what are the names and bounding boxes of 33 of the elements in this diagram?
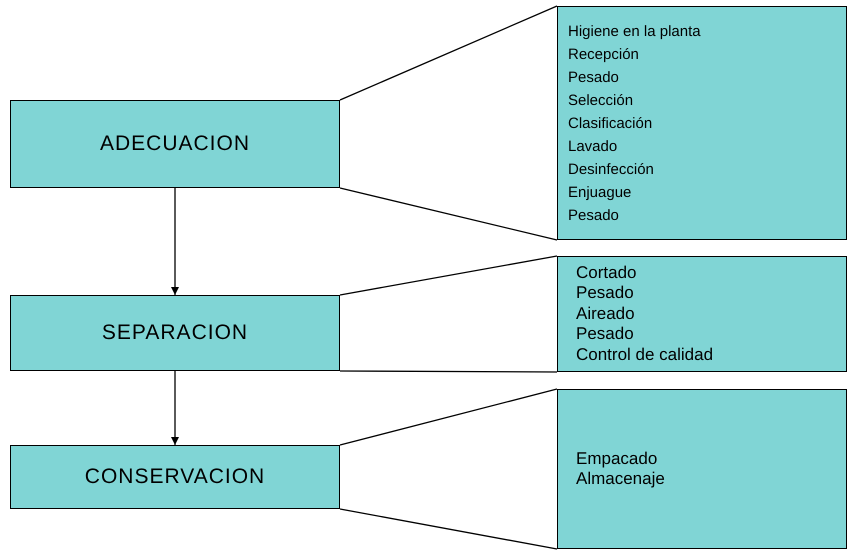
step-text: Clasificación	[568, 114, 654, 134]
step-text: Lavado	[568, 136, 618, 156]
stage-box	[10, 100, 340, 188]
arrow	[171, 188, 179, 295]
arrow	[171, 371, 179, 445]
connector-line	[340, 5, 558, 101]
step-text: Empacado	[576, 449, 658, 469]
step-text: Almacenaje	[576, 469, 666, 489]
step-list-box	[557, 256, 847, 372]
stage-box	[10, 445, 340, 509]
stage-label: SEPARACION	[102, 321, 248, 345]
step-text: Pesado	[568, 68, 620, 88]
step-text: Selección	[568, 90, 634, 110]
step-list-box	[557, 389, 847, 549]
step-text: Pesado	[576, 324, 635, 345]
step-text: Recepción	[568, 44, 640, 64]
step-list-box	[557, 6, 847, 240]
step-text: Cortado	[576, 262, 638, 284]
stage-box	[10, 295, 340, 371]
connector-line	[340, 508, 558, 550]
step-text: Enjuague	[568, 182, 632, 202]
connector-line	[340, 187, 558, 241]
stage-label: ADECUACION	[100, 132, 250, 156]
step-text: Desinfección	[568, 160, 655, 180]
step-text: Higiene en la planta	[568, 22, 702, 42]
step-text: Pesado	[576, 283, 635, 304]
connector-line	[340, 370, 557, 373]
step-text: Aireado	[576, 304, 636, 324]
step-text: Control de calidad	[576, 344, 714, 366]
connector-line	[340, 255, 558, 296]
stage-label: CONSERVACION	[84, 465, 266, 489]
connector-line	[340, 388, 558, 446]
step-text: Pesado	[568, 206, 620, 226]
